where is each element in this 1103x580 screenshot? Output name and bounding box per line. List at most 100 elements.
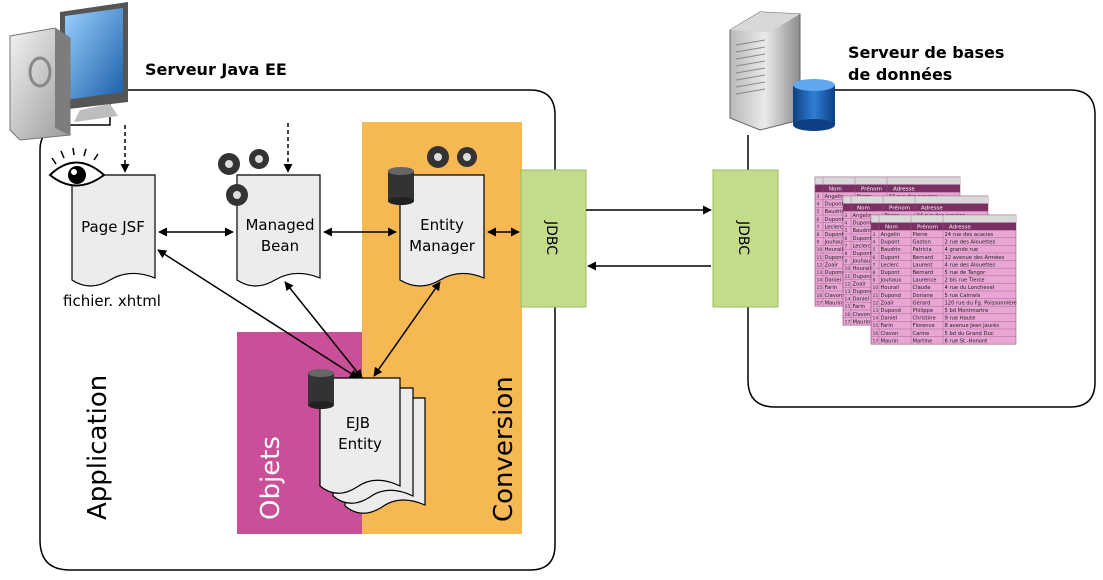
row-number: 13 [845,289,851,295]
table-cell: Patricia [913,247,932,253]
bean-ejb-arrow [284,281,363,379]
row-number: 7 [845,243,848,249]
table-cell: Maurin [853,319,871,325]
managed-bean-line2: Bean [261,237,299,255]
table-cell: Florence [913,323,935,329]
table-header: Prénom [917,223,938,230]
database-cylinder-icon [388,167,414,205]
managed-bean-line1: Managed [245,216,314,234]
row-number: 8 [817,232,820,238]
row-number: 5 [817,209,820,215]
table-cell: Laurence [913,278,937,284]
table-cell: Gérard [913,299,931,306]
table-cell: 5 rue Calmels [945,293,981,299]
row-number: 11 [873,293,879,299]
table-cell: 5 bd du Grand Duc [945,331,994,337]
row-number: 15 [873,323,879,329]
table-header: Prénom [861,185,882,192]
row-number: 12 [817,262,823,268]
jdbc-right-box [712,169,779,308]
row-number: 8 [873,270,876,276]
row-number: 7 [817,224,820,230]
entity-manager-line2: Manager [409,237,476,255]
table-cell: Jouhaux [824,240,846,246]
table-cell: Christine [913,316,936,322]
table-cell: Dupond [825,270,845,276]
row-number: 10 [873,285,879,291]
table-cell: Dupont [853,236,872,242]
table-cell: 120 rue du Fg. Poissonnière [945,299,1017,306]
row-number: 3 [873,232,876,238]
table-cell: Daniel [881,316,898,322]
managed-bean-document: Managed Bean [236,174,321,287]
table-cell: Pierre [913,232,928,238]
ejb-entity-documents: EJB Entity [319,377,426,514]
row-number: 13 [817,270,823,276]
table-cell: Farin [881,323,894,329]
row-number: 17 [845,319,851,325]
table-cell: Leclerc [853,243,871,249]
table-cell: Martine [913,338,933,344]
table-cell: Zoaïr [881,300,895,306]
gears-icon [427,146,477,168]
table-cell: Baudrin [825,209,845,215]
conversion-label: Conversion [489,376,519,522]
table-cell: Dupond [853,274,873,280]
row-number: 14 [845,297,851,303]
application-label: Application [83,375,113,520]
table-cell: Daniel [825,278,842,284]
table-cell: 2 bis rue Tierce [945,278,985,284]
row-number: 11 [817,255,823,261]
table-cell: Dupond [853,289,873,295]
row-number: 4 [817,202,820,208]
table-cell: Clavon [853,312,871,318]
table-cell: Maurin [881,338,899,344]
table-cell: Daniel [853,297,870,303]
row-number: 11 [845,274,851,280]
row-number: 14 [873,316,879,322]
row-number: 4 [873,240,876,246]
row-number: 16 [817,293,823,299]
table-cell: 8 avenue Jean Jaurès [945,322,1000,329]
table-header: Adresse [949,224,971,230]
table-cell: Philippe [913,308,934,314]
table-cell: Leclerc [825,224,843,230]
table-cell: Clavon [881,331,899,337]
row-number: 5 [873,247,876,253]
table-cell: Dupont [881,255,900,261]
row-number: 13 [873,308,879,314]
row-number: 3 [845,213,848,219]
row-number: 12 [845,281,851,287]
table-header: Prénom [889,204,910,211]
eye-icon [48,147,106,187]
table-header: Nom [829,186,842,192]
entity-manager-line1: Entity [420,216,464,234]
jdbc-left-label: JDBC [543,220,559,255]
table-header: Nom [857,205,870,211]
table-cell: Angelin [881,232,901,238]
table-cell: Jouhaux [852,259,874,265]
table-cell: 5 bd Montmartre [945,308,989,314]
desktop-computer-icon [9,2,128,141]
row-number: 8 [845,251,848,257]
table-cell: Maurin [825,300,843,306]
row-number: 6 [873,255,876,261]
row-number: 14 [817,278,823,284]
row-number: 16 [873,331,879,337]
database-server-icon [729,11,835,131]
table-cell: 9 rue Haute [945,316,976,322]
table-cell: Hourail [881,285,900,291]
db-server-label-1: Serveur de bases [848,43,1004,62]
row-number: 6 [817,217,820,223]
db-server-label-2: de données [848,65,952,84]
table-cell: Jouhaux [880,278,902,284]
table-cell: Dupond [881,293,901,299]
gears-icon [218,149,269,206]
table-cell: Angelin [825,194,845,200]
table-cell: Laurent [913,262,933,268]
row-number: 9 [817,240,820,246]
table-header: Nom [885,224,898,230]
